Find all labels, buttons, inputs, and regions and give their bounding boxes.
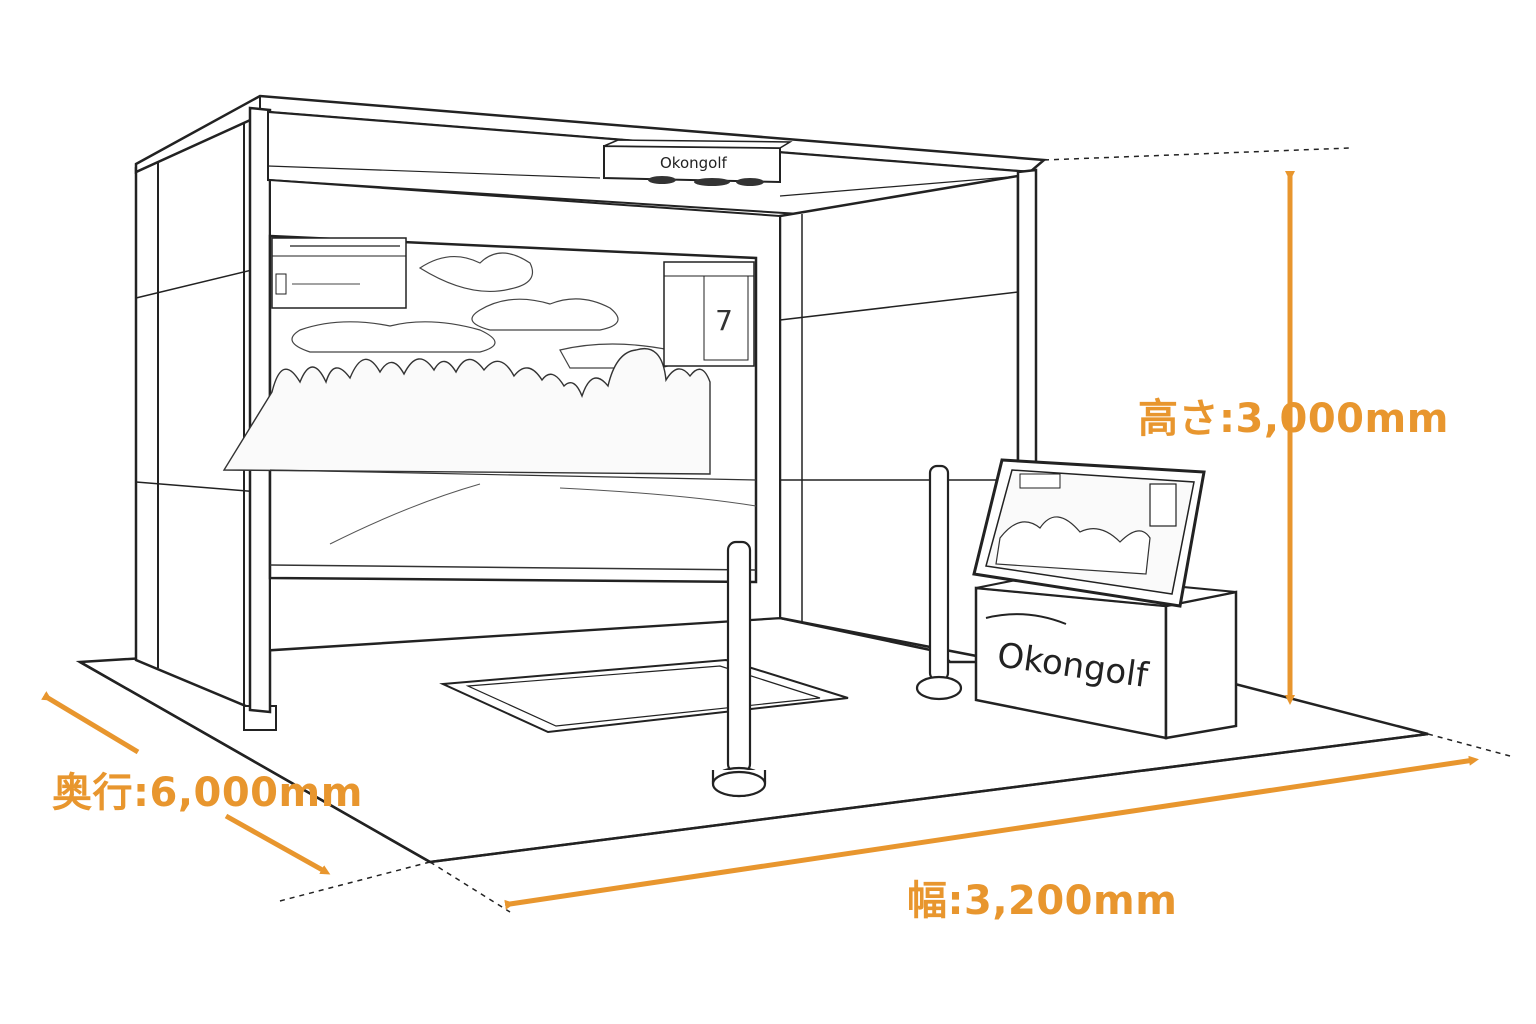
dimension-height-arrow — [1043, 147, 1351, 705]
screen-scorecard-hole: 7 — [715, 304, 733, 337]
width-dimension-label: 幅:3,200mm — [907, 878, 1178, 924]
height-dimension-label: 高さ:3,000mm — [1138, 396, 1449, 442]
depth-dimension-label: 奥行:6,000mm — [52, 770, 363, 816]
kiosk: Okongolf — [972, 458, 1238, 740]
ceiling-sensor: Okongolf — [603, 139, 793, 186]
projection-screen: 7 — [222, 234, 758, 584]
stanchion-back — [915, 464, 963, 701]
screen-hud-panel — [271, 237, 407, 309]
sensor-logo: Okongolf — [660, 154, 728, 172]
booth-left-wall — [134, 108, 277, 731]
dimension-width-arrow — [429, 733, 1511, 913]
dimension-depth-arrow — [41, 691, 431, 903]
